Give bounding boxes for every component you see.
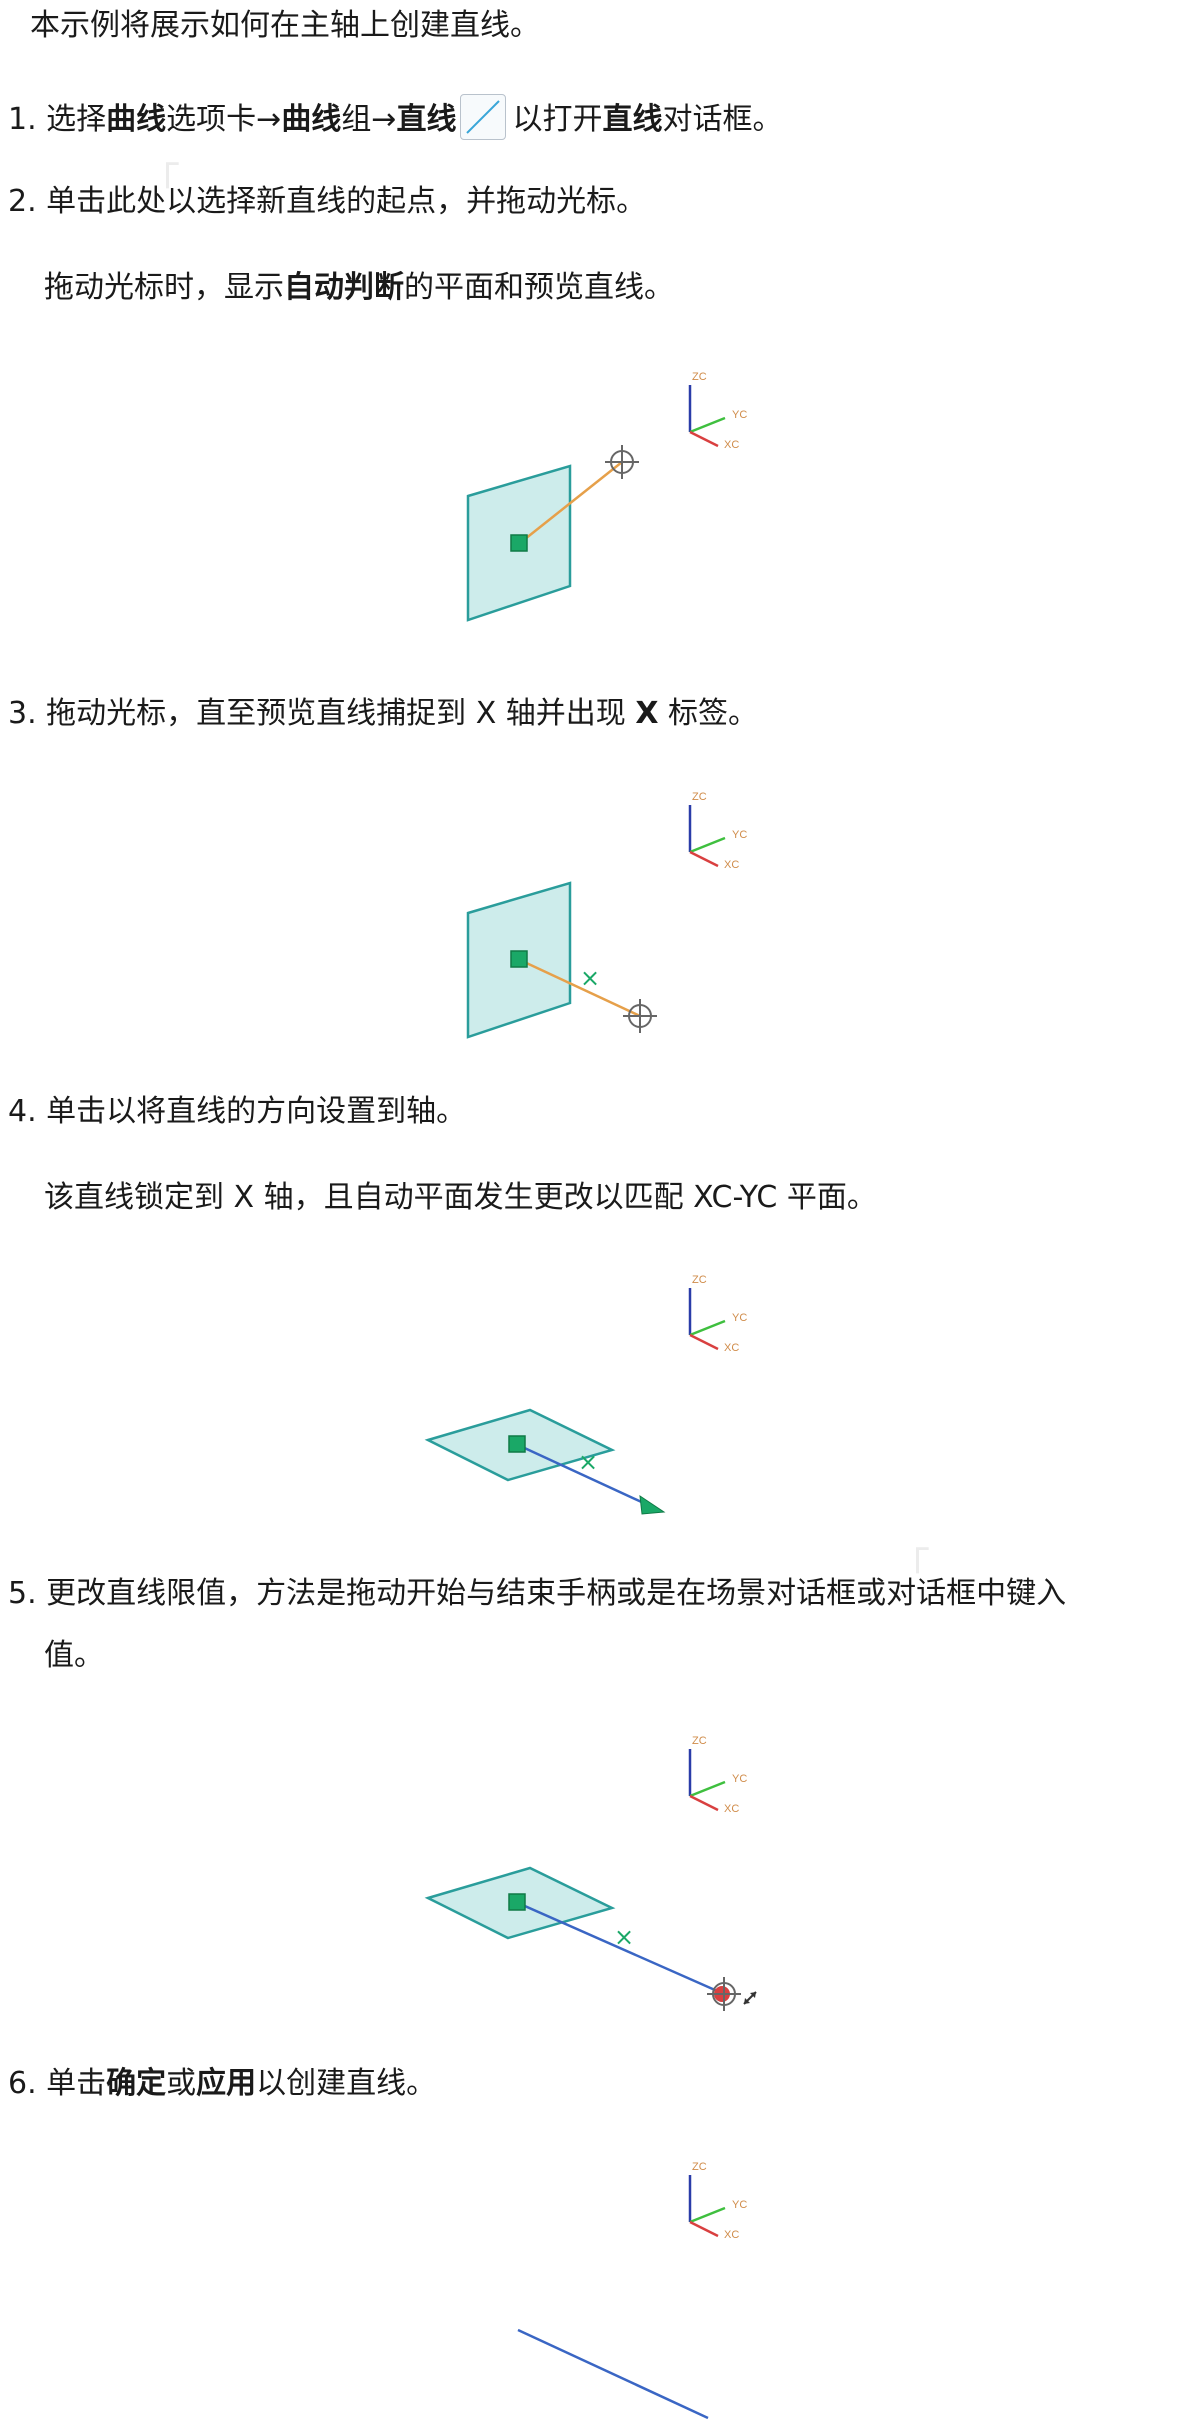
step-4-note: 该直线锁定到 X 轴，且自动平面发生更改以匹配 XC-YC 平面。 (44, 1180, 877, 1215)
coordinate-triad: ZC YC XC (688, 371, 747, 451)
zc-label: ZC (692, 1274, 707, 1286)
yc-label: YC (732, 2199, 747, 2211)
step-number: 2. (8, 184, 37, 219)
x-axis-marker: × (578, 1448, 598, 1476)
step-5: 5. 更改直线限值，方法是拖动开始与结束手柄或是在场景对话框或对话框中键入 (8, 1574, 1066, 1614)
resize-arrow-icon (743, 1991, 757, 2005)
figure-3: ZC YC XC × (424, 1274, 747, 1515)
start-point (510, 534, 528, 552)
yc-label: YC (732, 1312, 747, 1324)
step-number: 6. (8, 2066, 37, 2101)
start-point (510, 950, 528, 968)
preview-line (519, 461, 623, 544)
figure-5: ZC YC XC (517, 2161, 747, 2420)
watermark: 「 (140, 160, 186, 206)
step-6: 6. 单击确定或应用以创建直线。 (8, 2064, 436, 2104)
start-handle (508, 1893, 526, 1911)
step-number: 1. (8, 102, 37, 137)
x-axis-marker: × (614, 1923, 634, 1951)
apply-button-name: 应用 (196, 2066, 257, 2101)
xc-label: XC (724, 2229, 739, 2241)
crosshair-cursor-icon (623, 999, 657, 1033)
step-2-note: 拖动光标时，显示自动判断的平面和预览直线。 (44, 270, 674, 305)
group-name: 曲线 (281, 102, 342, 137)
x-axis-snap-marker: × (580, 964, 600, 992)
yc-label: YC (732, 409, 747, 421)
dialog-name: 直线 (602, 102, 663, 137)
crosshair-cursor-icon (605, 445, 639, 479)
tab-name: 曲线 (106, 102, 167, 137)
step-3: 3. 拖动光标，直至预览直线捕捉到 X 轴并出现 X 标签。 (8, 694, 758, 734)
figure-2: ZC YC XC × (466, 791, 747, 1039)
coordinate-triad: ZC YC XC (688, 791, 747, 871)
figure-1: ZC YC XC (466, 371, 747, 622)
zc-label: ZC (692, 1735, 707, 1747)
xc-label: XC (724, 1803, 739, 1815)
step-number: 4. (8, 1094, 37, 1129)
step-2: 2. 单击此处以选择新直线的起点，并拖动光标。 (8, 182, 646, 222)
ok-button-name: 确定 (106, 2066, 167, 2101)
step-5-continuation: 值。 (44, 1638, 104, 1673)
crosshair-cursor-icon (707, 1977, 741, 2011)
coordinate-triad: ZC YC XC (688, 1274, 747, 1354)
intro-text: 本示例将展示如何在主轴上创建直线。 (30, 8, 540, 43)
preview-line (519, 958, 641, 1018)
line-tool-icon (460, 94, 507, 140)
zc-label: ZC (692, 791, 707, 803)
step-number: 3. (8, 696, 37, 731)
yc-label: YC (732, 1773, 747, 1785)
step-1: 1. 选择曲线选项卡→曲线组→直线以打开直线对话框。 (8, 94, 782, 140)
zc-label: ZC (692, 371, 707, 383)
coordinate-triad: ZC YC XC (688, 2161, 747, 2241)
start-point (508, 1435, 526, 1453)
created-line (517, 2328, 709, 2420)
direction-arrow-icon (639, 1494, 666, 1515)
xc-label: XC (724, 859, 739, 871)
step-4: 4. 单击以将直线的方向设置到轴。 (8, 1092, 466, 1132)
step-number: 5. (8, 1576, 37, 1611)
figure-4: ZC YC XC × (424, 1735, 757, 2011)
coordinate-triad: ZC YC XC (688, 1735, 747, 1815)
yc-label: YC (732, 829, 747, 841)
zc-label: ZC (692, 2161, 707, 2173)
command-name: 直线 (396, 102, 457, 137)
xc-label: XC (724, 1342, 739, 1354)
axis-line (517, 1443, 649, 1507)
watermark: 「 (890, 1545, 936, 1591)
xc-label: XC (724, 439, 739, 451)
line-segment (517, 1901, 725, 1996)
